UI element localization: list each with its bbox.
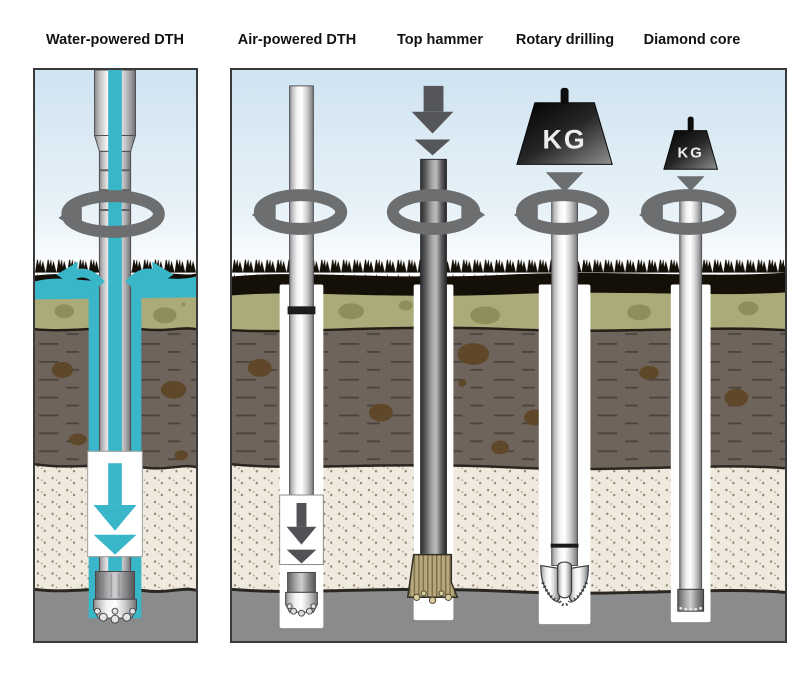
down-arrow-icon <box>93 463 137 555</box>
weight-handle <box>560 87 569 105</box>
rotary-drilling-tool: KG <box>513 87 613 607</box>
diamond-bit-ring <box>677 588 705 612</box>
label-diamond-core: Diamond core <box>643 32 741 48</box>
rotation-arrow-icon <box>513 189 610 235</box>
weight-label: KG <box>543 124 587 154</box>
percussion-arrow-icon <box>411 85 454 156</box>
core-barrel <box>679 190 703 590</box>
dth-hammer <box>287 571 316 593</box>
bedrock-layer <box>232 589 785 641</box>
cross-bit <box>406 553 459 599</box>
down-arrow-icon <box>545 172 584 193</box>
rod-coupling <box>287 306 316 315</box>
tricone-bit <box>540 561 590 602</box>
label-rotary-drilling: Rotary drilling <box>515 32 615 48</box>
label-water-powered-dth: Water-powered DTH <box>45 32 185 48</box>
dth-hammer-and-bit <box>93 570 137 624</box>
button-bit <box>285 591 318 613</box>
grass-tufts <box>232 259 785 277</box>
hammer-splines <box>102 573 128 598</box>
bit-buttons <box>286 603 317 617</box>
tricone-teeth <box>541 581 588 607</box>
weight-handle <box>687 116 694 132</box>
percussion-indicator <box>87 450 143 558</box>
sand-speckles <box>232 464 785 627</box>
kg-weight-icon: KG <box>516 87 613 193</box>
weight-body <box>516 102 613 165</box>
comparison-panel: KG KG <box>230 68 787 643</box>
rod-coupling <box>550 543 579 548</box>
comparison-illustration: KG KG <box>232 70 785 641</box>
label-air-powered-dth: Air-powered DTH <box>237 32 357 48</box>
diamond-bit-segments <box>679 606 703 611</box>
water-powered-dth-panel <box>33 68 198 643</box>
down-arrow-icon <box>676 176 705 192</box>
soil-stones <box>288 300 759 325</box>
drill-rod <box>289 85 314 566</box>
bit-buttons <box>94 607 136 624</box>
dth-hammer <box>95 570 136 600</box>
air-powered-dth-tool <box>251 85 348 617</box>
kg-weight-icon: KG <box>663 116 719 192</box>
rock-boulders <box>247 343 749 455</box>
weight-body <box>663 130 719 170</box>
rock-boulders <box>51 361 189 461</box>
water-powered-dth-illustration <box>35 70 196 641</box>
rotation-arrow-icon <box>251 189 348 235</box>
rotation-arrow-icon <box>639 189 737 235</box>
weight-label: KG <box>678 145 704 161</box>
diamond-core-tool: KG <box>639 116 737 612</box>
rotation-arrow-icon <box>58 190 165 238</box>
bit-buttons <box>412 590 453 604</box>
top-hammer-tool <box>386 85 486 604</box>
percussion-arrow-icon <box>286 502 317 564</box>
rotation-arrow-icon <box>386 189 486 235</box>
water-outflow-arrow-icon <box>56 261 174 288</box>
drill-rod <box>551 191 578 567</box>
ground-strata <box>232 259 785 641</box>
drill-rod <box>420 158 447 556</box>
label-top-hammer: Top hammer <box>397 32 483 48</box>
